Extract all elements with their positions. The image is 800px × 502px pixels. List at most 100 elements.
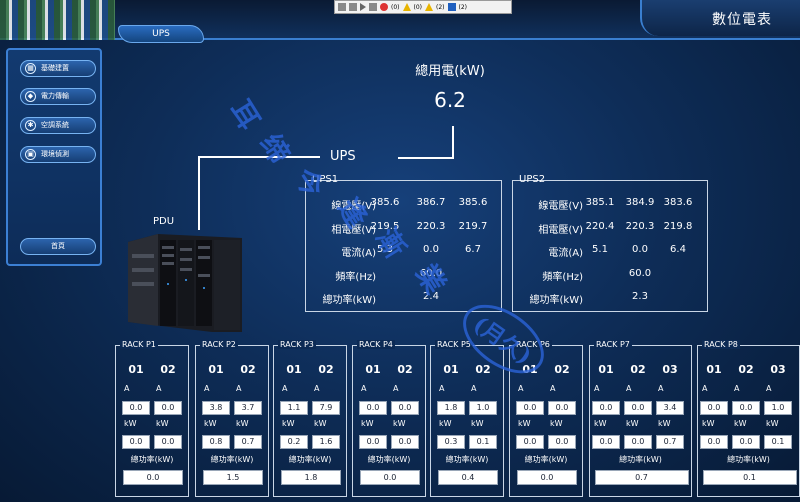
sidebar-item-infrastructure[interactable]: ▦ 基礎建置 (20, 60, 96, 77)
rack-total-label: 總功率(kW) (619, 455, 662, 464)
amps-value: 1.0 (469, 401, 497, 415)
caution-icon[interactable] (425, 3, 433, 11)
current-c: 6.7 (465, 244, 481, 255)
unit-kw: kW (766, 419, 779, 428)
rack-total-label: 總功率(kW) (130, 455, 174, 464)
rack-total-value: 1.8 (281, 470, 341, 485)
unit-amps: A (393, 384, 399, 393)
line-voltage-a: 385.6 (370, 197, 400, 208)
line-voltage-label: 線電壓(V) (331, 201, 376, 212)
page-title: 數位電表 (712, 12, 772, 28)
unit-amps: A (518, 384, 524, 393)
unit-kw: kW (626, 419, 639, 428)
sidebar-item-hvac[interactable]: ✱ 空調系統 (20, 117, 96, 134)
unit-kw: kW (550, 419, 563, 428)
channel-label: 01 (286, 363, 302, 376)
phase-voltage-a: 219.5 (370, 221, 400, 232)
kw-value: 0.0 (154, 435, 182, 449)
unit-kw: kW (204, 419, 217, 428)
amps-value: 3.4 (656, 401, 684, 415)
stop-icon[interactable] (349, 3, 357, 11)
rack-total-value: 1.5 (203, 470, 263, 485)
kw-value: 0.0 (516, 435, 544, 449)
rack-title: RACK P3 (278, 340, 316, 349)
amps-value: 3.7 (234, 401, 262, 415)
panel-icon[interactable] (369, 3, 377, 11)
unit-amps: A (282, 384, 288, 393)
kw-value: 0.0 (122, 435, 150, 449)
home-button[interactable]: 首頁 (20, 238, 96, 255)
rack-total-label: 總功率(kW) (367, 455, 411, 464)
pdu-label: PDU (153, 216, 175, 227)
amps-value: 0.0 (154, 401, 182, 415)
unit-amps: A (361, 384, 367, 393)
pin-icon[interactable] (338, 3, 346, 11)
rack-total-value: 0.7 (594, 470, 689, 485)
sidebar-item-label: 環境偵測 (41, 150, 69, 158)
amps-value: 0.0 (122, 401, 150, 415)
error-icon[interactable] (380, 3, 388, 11)
rack-total-label: 總功率(kW) (288, 455, 332, 464)
line-voltage-a: 385.1 (585, 197, 615, 208)
kw-value: 0.0 (700, 435, 728, 449)
kw-value: 0.0 (391, 435, 419, 449)
unit-kw: kW (156, 419, 169, 428)
frequency-label: 頻率(Hz) (335, 272, 376, 283)
amps-value: 0.0 (592, 401, 620, 415)
sidebar-item-label: 電力傳輸 (41, 92, 69, 100)
current-label: 電流(A) (341, 248, 376, 259)
amps-value: 7.9 (312, 401, 340, 415)
channel-label: 01 (706, 363, 722, 376)
kw-value: 0.7 (234, 435, 262, 449)
unit-kw: kW (361, 419, 374, 428)
kw-value: 1.6 (312, 435, 340, 449)
rack-title: RACK P5 (435, 340, 473, 349)
sidebar-item-power[interactable]: ◆ 電力傳輸 (20, 88, 96, 105)
phase-voltage-b: 220.3 (625, 221, 655, 232)
unit-kw: kW (439, 419, 452, 428)
sidebar-item-environment[interactable]: ▣ 環境偵測 (20, 146, 96, 163)
sidebar-item-label: 空調系統 (41, 121, 69, 129)
unit-amps: A (439, 384, 445, 393)
kw-value: 0.0 (548, 435, 576, 449)
kw-value: 0.0 (624, 435, 652, 449)
unit-amps: A (766, 384, 772, 393)
channel-label: 03 (770, 363, 786, 376)
water-drop-icon: ◆ (25, 91, 36, 102)
kw-value: 0.1 (764, 435, 792, 449)
tab-ups[interactable]: UPS (118, 25, 204, 43)
connector-line (398, 157, 454, 159)
total-power-value: 2.4 (423, 291, 439, 302)
connector-line (452, 126, 454, 158)
channel-label: 02 (554, 363, 570, 376)
current-c: 6.4 (670, 244, 686, 255)
unit-kw: kW (124, 419, 137, 428)
kw-value: 0.0 (592, 435, 620, 449)
rack-title: RACK P1 (120, 340, 158, 349)
amps-value: 0.0 (732, 401, 760, 415)
info-icon[interactable] (447, 3, 456, 11)
error-count: (0) (391, 3, 400, 11)
unit-kw: kW (594, 419, 607, 428)
phase-voltage-c: 219.7 (458, 221, 488, 232)
line-voltage-label: 線電壓(V) (538, 201, 583, 212)
channel-label: 02 (738, 363, 754, 376)
company-logo (0, 0, 115, 40)
unit-amps: A (658, 384, 664, 393)
amps-value: 1.8 (437, 401, 465, 415)
play-icon[interactable] (360, 3, 366, 11)
rack-total-value: 0.1 (702, 470, 797, 485)
unit-amps: A (156, 384, 162, 393)
total-power-value: 6.2 (434, 88, 466, 112)
channel-label: 01 (522, 363, 538, 376)
watermark-char: 缔 (253, 128, 297, 170)
caution-count: (2) (436, 3, 445, 11)
kw-value: 0.0 (732, 435, 760, 449)
channel-label: 02 (318, 363, 334, 376)
unit-kw: kW (471, 419, 484, 428)
warning-icon[interactable] (402, 3, 411, 11)
